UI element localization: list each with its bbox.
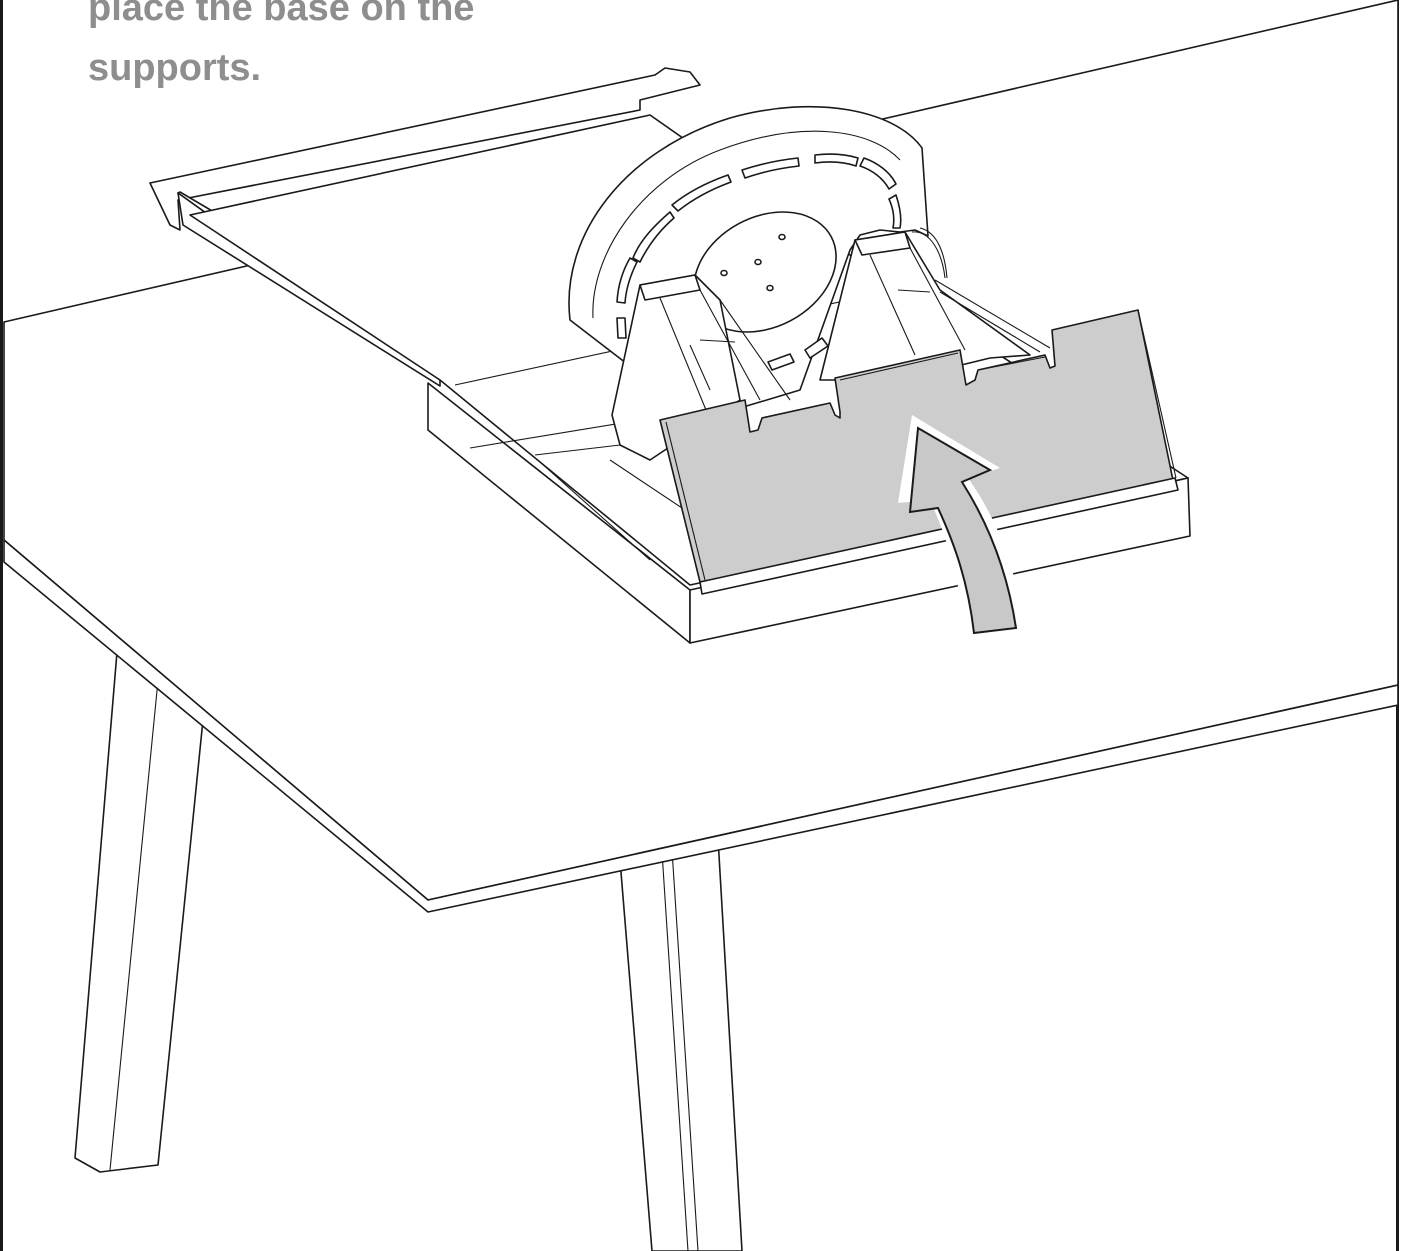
table-leg-right [620, 838, 742, 1251]
instruction-line-2: supports. [88, 38, 608, 98]
instruction-text: place the base on the supports. [88, 0, 608, 98]
table-leg-left [75, 640, 205, 1172]
instruction-line-1: place the base on the [88, 0, 608, 38]
